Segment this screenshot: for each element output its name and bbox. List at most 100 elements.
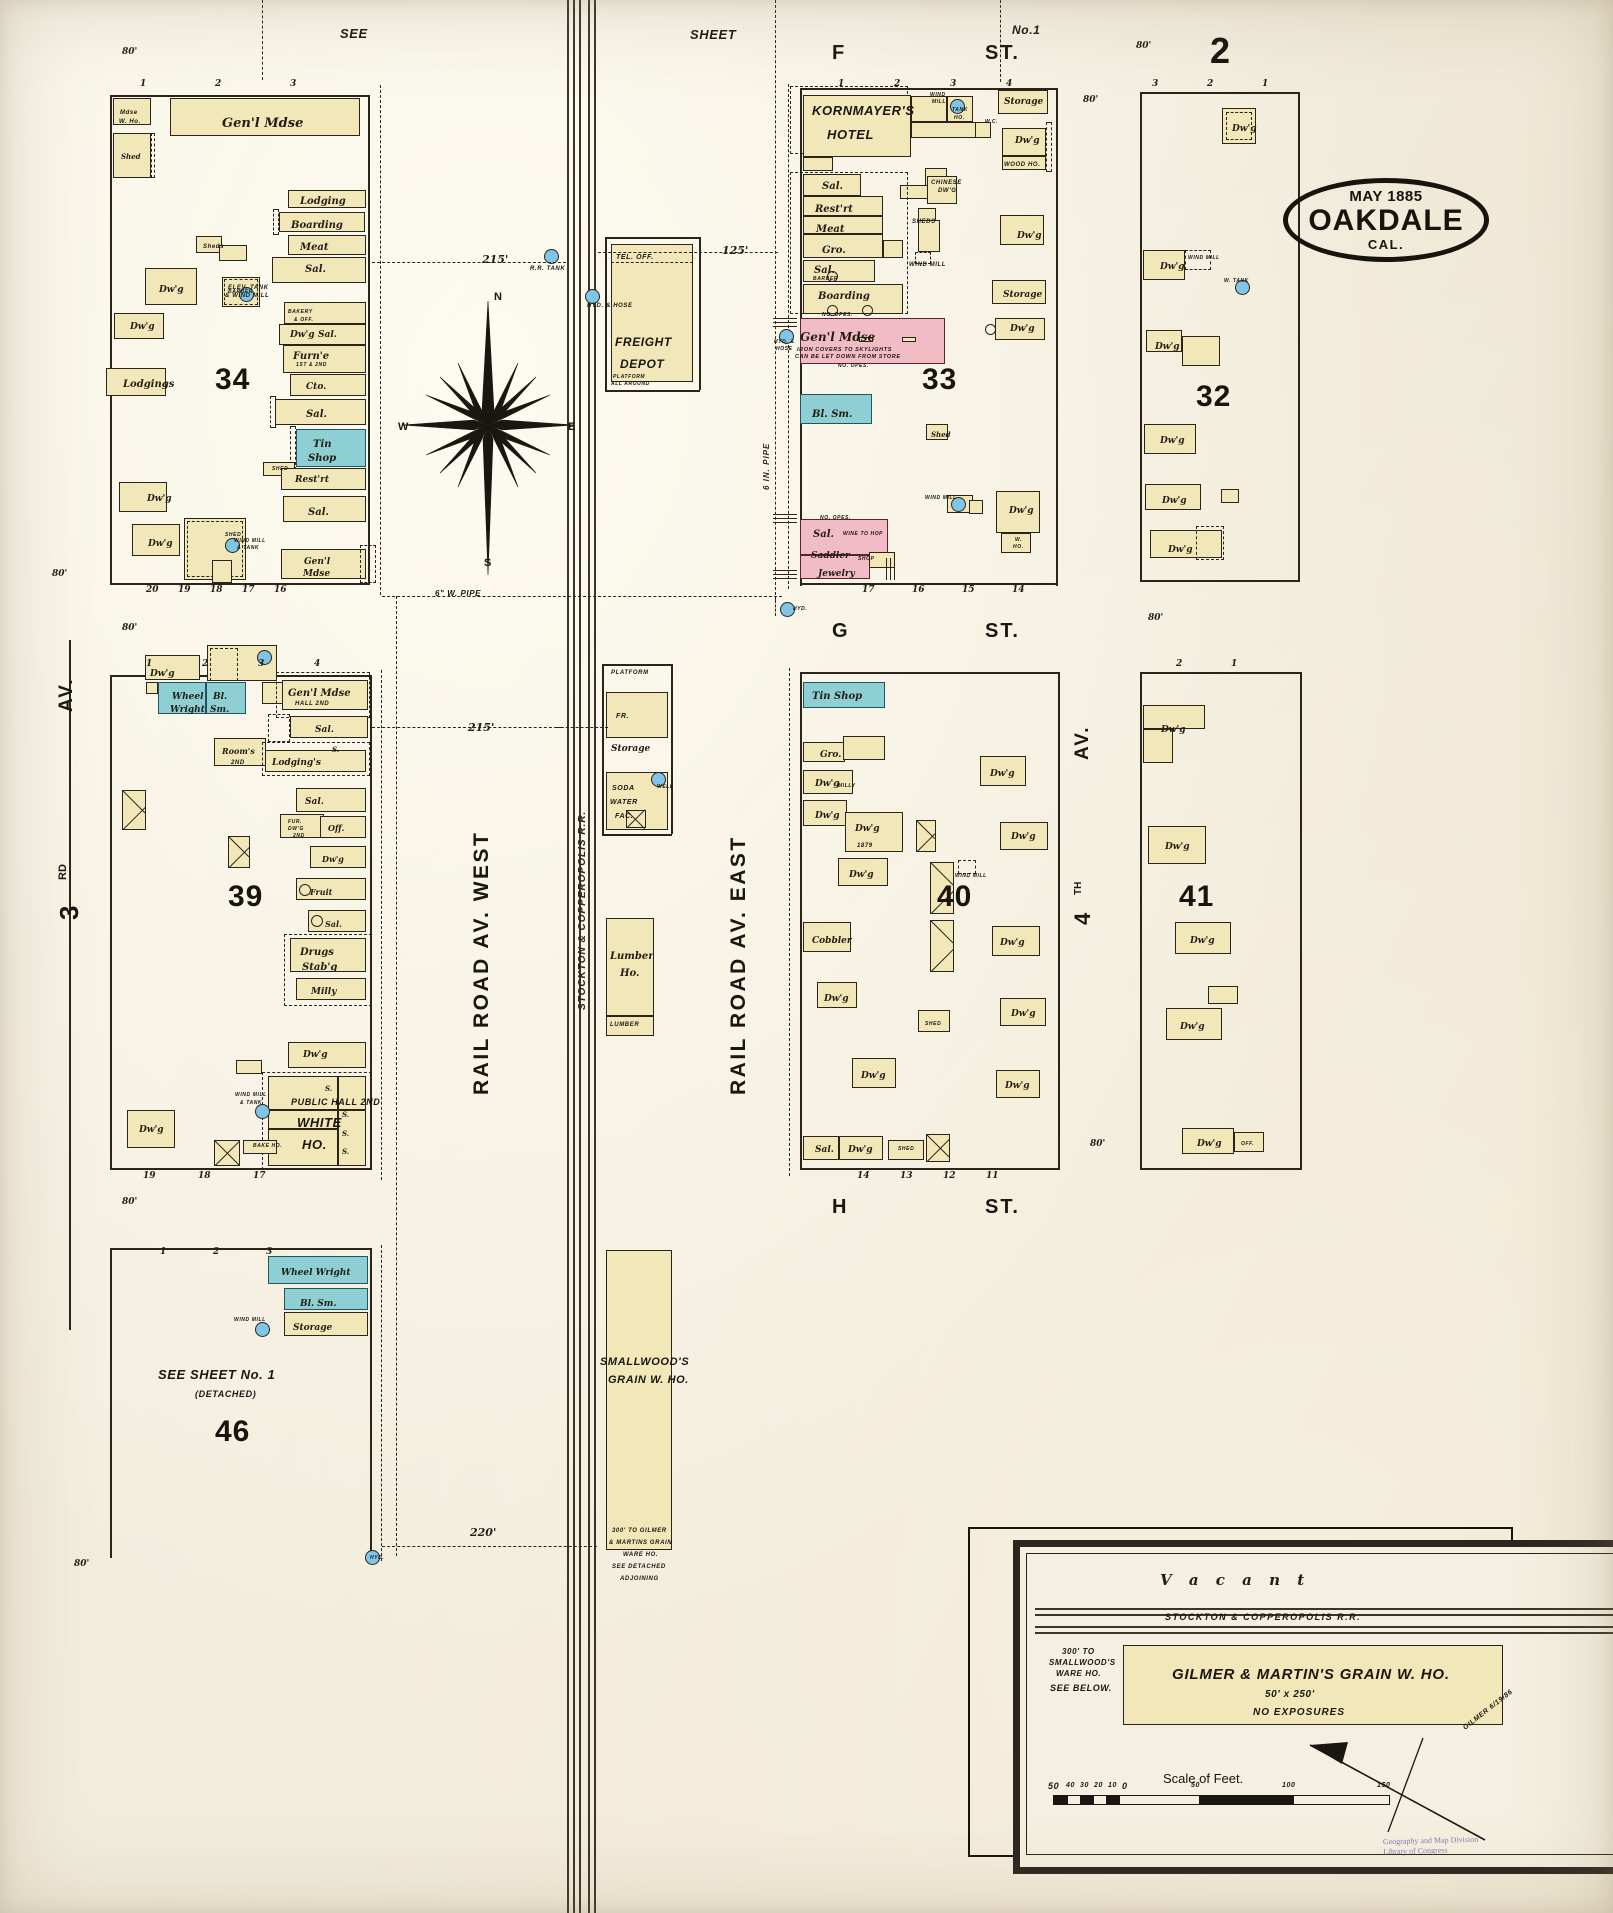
building-label-b33-32: Shed xyxy=(931,430,951,439)
building-label-b33-28: NO. OPES. xyxy=(838,363,869,369)
cartouche-state: CAL. xyxy=(1367,237,1405,252)
dim-80-a: 80' xyxy=(122,47,138,57)
building-label-b40-17: Dw'g xyxy=(1005,1081,1030,1091)
railroad-label-25: HYD. xyxy=(793,606,808,612)
building-label-b33-8: Dw'g xyxy=(1015,136,1040,146)
building-label-b33-42: Jewelry xyxy=(818,569,855,579)
building-label-b41-3: Dw'g xyxy=(1180,1022,1205,1032)
railroad-label-3: FREIGHT xyxy=(615,335,672,349)
lot-b40-bottom-13: 13 xyxy=(900,1171,913,1181)
inset-scale-title: Scale of Feet. xyxy=(1163,1771,1244,1786)
building-label-b40-16: Dw'g xyxy=(861,1071,886,1081)
building-label-b33-17: CHINESE xyxy=(931,180,962,186)
building-label-b34-21: Furn'e xyxy=(293,351,330,362)
scale-tick-150: 150 xyxy=(1377,1782,1391,1789)
dim-220-bottom: 220' xyxy=(470,1526,497,1539)
lot-b39-bottom-18: 18 xyxy=(198,1171,211,1181)
building-label-b33-41: SHOP xyxy=(858,556,875,562)
building-label-b33-27: CAN BE LET DOWN FROM STORE xyxy=(795,354,901,360)
building-label-b33-29: HYD. & xyxy=(774,339,795,345)
building-label-b39-26: HO. xyxy=(302,1137,327,1152)
building-label-b32-0: Dw'g xyxy=(1232,124,1257,134)
cartouche-ellipse xyxy=(1283,178,1489,262)
building-label-b39-34: Dw'g xyxy=(150,669,175,679)
inset-warehouse-note: NO EXPOSURES xyxy=(1253,1707,1346,1718)
building-label-b34-2: W. Ho. xyxy=(119,119,141,125)
railroad-label-0: R.R. TANK xyxy=(530,266,566,272)
scale-tick-50: 50 xyxy=(1191,1782,1200,1789)
building-label-b34-25: Tin xyxy=(313,439,332,450)
block-number-40: 40 xyxy=(937,880,973,913)
railroad-label-5: PLATFORM xyxy=(613,374,646,380)
building-label-b34-18: & OFF. xyxy=(294,317,314,323)
building-label-b34-32: SHED xyxy=(225,532,242,538)
block-number-41: 41 xyxy=(1179,880,1215,913)
dim-215-mid: 215' xyxy=(468,721,495,734)
building-label-b39-25: WHITE xyxy=(297,1115,342,1130)
building-label-b34-12: Lodging xyxy=(300,196,346,207)
block-number-39: 39 xyxy=(228,880,264,913)
railroad-label-13: WELL xyxy=(657,784,674,790)
building-label-b33-23: Dw'g xyxy=(1010,324,1035,334)
lot-b40-bottom-14: 14 xyxy=(857,1171,870,1181)
building-label-b33-34: Dw'g xyxy=(1009,506,1034,516)
building-label-b39-20: Stab'g xyxy=(302,962,338,973)
building-label-b40-19: Dw'g xyxy=(848,1145,873,1155)
building-label-b33-22: Storage xyxy=(1003,290,1043,300)
building-label-b40-1: Gro. xyxy=(820,750,842,760)
lot-b32-top-1: 1 xyxy=(1262,79,1269,89)
building-label-b34-34: & TANK xyxy=(237,545,260,551)
building-label-b41-5: OFF. xyxy=(1241,1141,1255,1147)
lot-b39-bottom-19: 19 xyxy=(143,1171,156,1181)
inset-note-line4: SEE BELOW. xyxy=(1050,1683,1112,1693)
compass-north-label: N xyxy=(494,291,502,303)
railroad-label-23: ADJOINING xyxy=(620,1576,659,1582)
railroad-label-17: SMALLWOOD'S xyxy=(600,1356,690,1368)
building-label-b33-39: WINE TO HOP xyxy=(843,531,884,537)
building-label-b39-28: S. xyxy=(342,1129,350,1138)
building-label-b46-4: SEE SHEET No. 1 xyxy=(158,1367,276,1382)
building-label-b33-11: Rest'rt xyxy=(815,204,853,215)
building-label-b33-3: MILL xyxy=(932,99,947,105)
inset-panel-inner-frame xyxy=(1026,1553,1613,1855)
railroad-label-4: DEPOT xyxy=(620,357,665,371)
scale-tick-40: 40 xyxy=(1066,1782,1075,1789)
railroad-label-19: 300' TO GILMER xyxy=(612,1528,667,1534)
building-label-b34-0: Gen'l Mdse xyxy=(222,116,304,131)
lot-b34-top-2: 2 xyxy=(215,79,222,89)
building-label-b39-2: Bl. xyxy=(213,692,228,702)
cartouche-date: MAY 1885 xyxy=(1349,188,1423,205)
lot-b46-top-3: 3 xyxy=(266,1247,273,1257)
building-label-b33-13: Gro. xyxy=(822,245,846,256)
building-label-b34-33: WIND MILL xyxy=(234,538,266,544)
building-label-b46-2: Storage xyxy=(293,1323,333,1333)
building-label-b39-27: S. xyxy=(342,1110,350,1119)
building-label-b40-13: Dw'g xyxy=(824,994,849,1004)
railroad-label-8: FR. xyxy=(616,713,630,720)
building-label-b39-9: Lodging's xyxy=(272,758,321,768)
railroad-label-2: TEL. OFF. xyxy=(616,254,654,261)
building-label-b33-10: Sal. xyxy=(822,181,843,192)
building-label-b34-7: Dw'g xyxy=(147,494,172,504)
sheet-no-note: No.1 xyxy=(1012,23,1041,37)
compass-east-label: E xyxy=(568,421,576,433)
building-label-b34-20: Sal. xyxy=(318,330,337,340)
dim-215-west: 215' xyxy=(482,253,509,266)
building-label-b34-17: BAKERY xyxy=(288,309,313,315)
lot-b41-top-1: 1 xyxy=(1231,659,1238,669)
building-label-b33-1: HOTEL xyxy=(827,127,875,142)
building-label-b34-28: Rest'rt xyxy=(295,475,330,485)
building-label-b39-3: Sm. xyxy=(210,705,230,715)
library-stamp: Geography and Map Division Library of Co… xyxy=(1383,1835,1479,1857)
railroad-label-15: Ho. xyxy=(620,968,640,979)
building-label-b39-14: DW'G xyxy=(288,826,304,832)
sheet-note-mid: SHEET xyxy=(690,27,737,42)
building-label-b39-32: BAKE HO. xyxy=(253,1143,283,1149)
lot-b39-top-4: 4 xyxy=(314,659,321,669)
building-label-b40-6: 1879 xyxy=(857,843,873,849)
